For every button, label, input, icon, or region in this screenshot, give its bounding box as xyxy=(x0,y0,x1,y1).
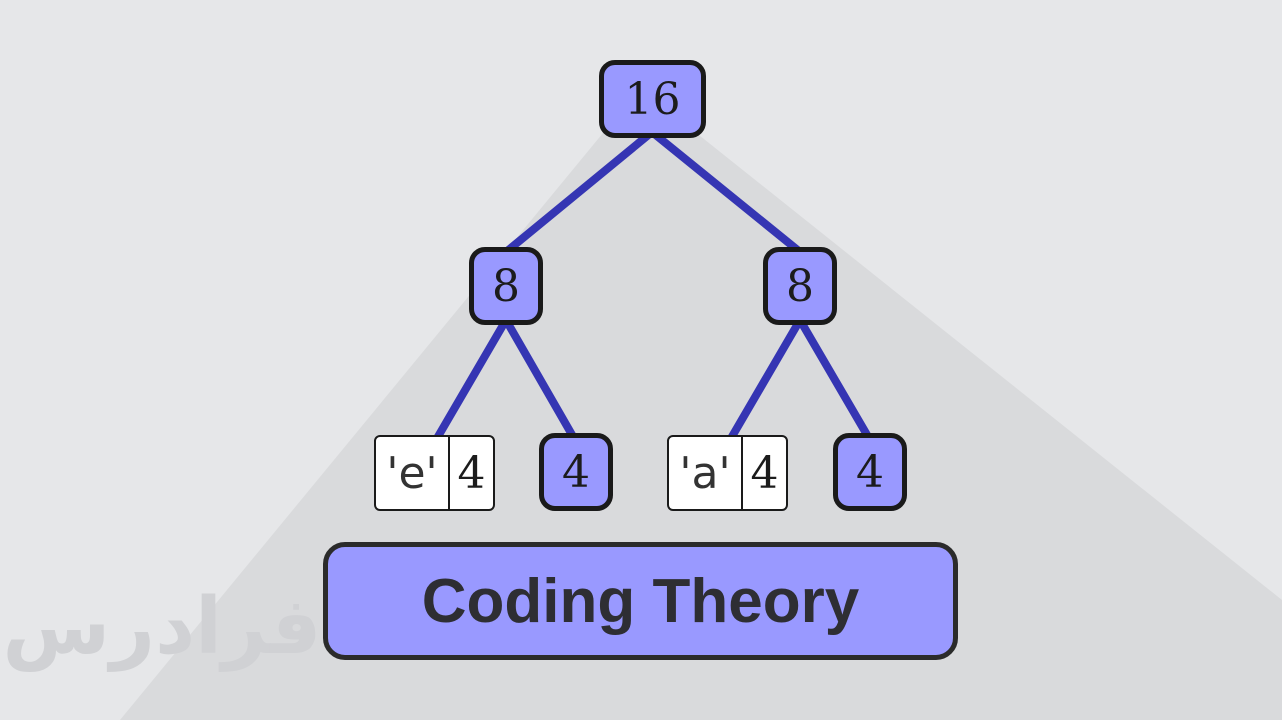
edge-root-left xyxy=(502,128,656,256)
right-internal-node-value: 8 xyxy=(786,260,814,312)
left-internal-node-value: 8 xyxy=(492,260,520,312)
watermark-logo: فرادرس xyxy=(2,582,322,672)
leaf-node-4-right: 4 xyxy=(833,433,907,511)
leaf-count-e: 4 xyxy=(457,447,486,499)
left-internal-node: 8 xyxy=(469,247,543,325)
leaf-node-4-left: 4 xyxy=(539,433,613,511)
right-internal-node: 8 xyxy=(763,247,837,325)
tree-edges xyxy=(432,128,874,444)
root-node-value: 16 xyxy=(624,73,681,125)
root-node: 16 xyxy=(599,60,706,138)
title-banner: Coding Theory xyxy=(323,542,958,660)
leaf-count-a: 4 xyxy=(750,447,779,499)
edge-left-e xyxy=(432,316,510,444)
leaf-node-4-left-value: 4 xyxy=(562,446,590,498)
leaf-node-e: 'e' 4 xyxy=(374,435,495,511)
edge-root-right xyxy=(648,128,804,256)
leaf-symbol-e: 'e' xyxy=(376,437,450,509)
edge-right-a xyxy=(726,316,804,444)
leaf-node-a: 'a' 4 xyxy=(667,435,788,511)
leaf-symbol-a: 'a' xyxy=(669,437,743,509)
title-text: Coding Theory xyxy=(421,566,860,636)
leaf-node-4-right-value: 4 xyxy=(856,446,884,498)
edge-right-4 xyxy=(796,316,874,444)
edge-left-4 xyxy=(502,316,579,444)
